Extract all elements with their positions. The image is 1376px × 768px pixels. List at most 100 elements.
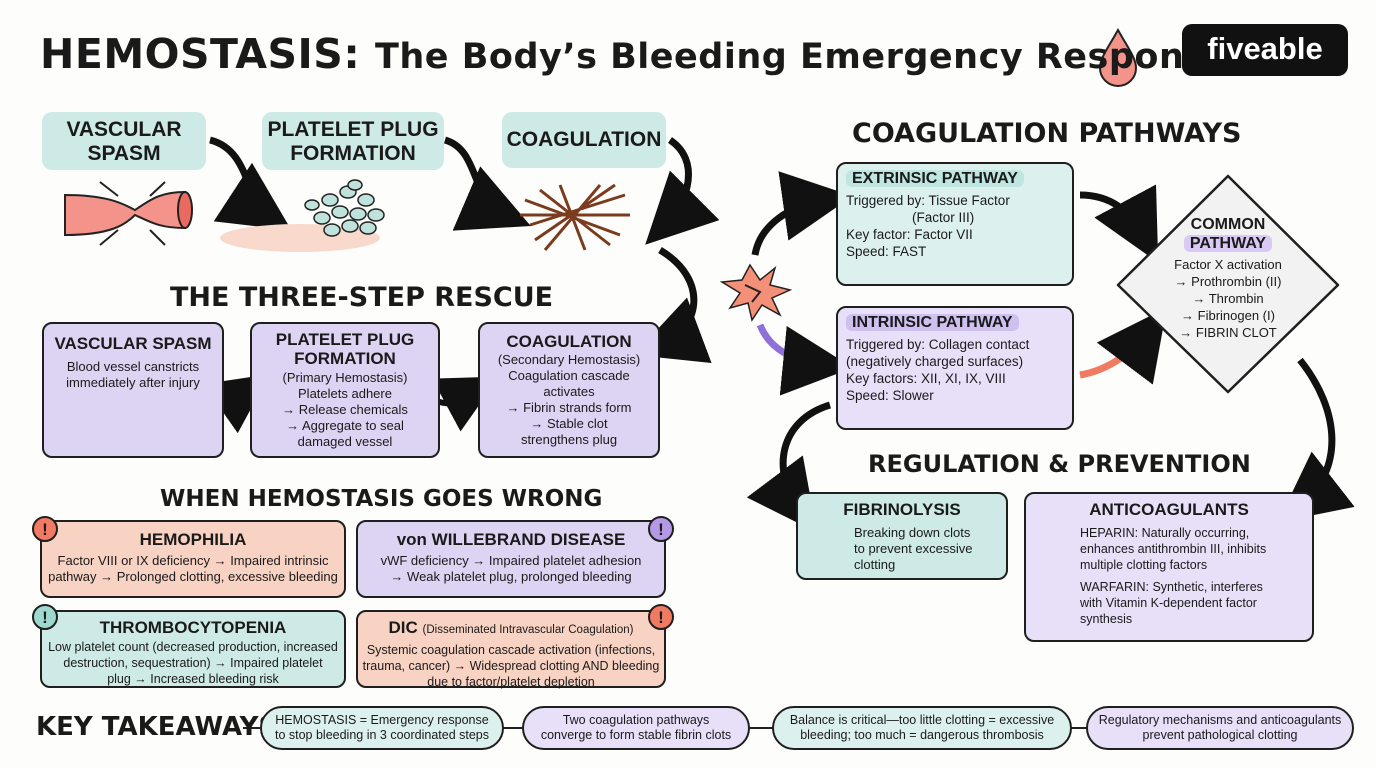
arrow-intrinsic-to-fibrinolysis (746, 401, 832, 533)
alert-icon-hemophilia: ! (32, 516, 58, 542)
arrow-to-three-step (633, 247, 712, 363)
takeaway-2-line2: converge to form stable fibrin clots (540, 728, 732, 742)
intrinsic-line2: (negatively charged surfaces) (846, 354, 1024, 369)
vwd-body1: vWF deficiency → Impaired platelet adhes… (380, 553, 642, 568)
top-step-spasm-line1: VASCULAR (66, 118, 182, 141)
anticoagulants-card: ANTICOAGULANTS HEPARIN: Naturally occurr… (1024, 492, 1314, 642)
common-title2: PATHWAY (1183, 235, 1273, 252)
card-dic: DIC (Disseminated Intravascular Coagulat… (356, 610, 666, 689)
step-plug-subtitle: (Primary Hemostasis) (282, 370, 408, 385)
warfarin-line2: with Vitamin K-dependent factor (1080, 596, 1257, 610)
step-spasm-title: VASCULAR SPASM (54, 334, 212, 353)
step-coag-subtitle: (Secondary Hemostasis) (497, 352, 641, 367)
thrombo-body1: Low platelet count (decreased production… (48, 640, 338, 654)
title-sub: The Body’s Bleeding Emergency Response (375, 37, 1230, 77)
arrow-intrinsic-to-common (1079, 307, 1167, 385)
dic-body2: trauma, cancer) → Widespread clotting AN… (362, 659, 660, 673)
logo-text: fiveable (1207, 31, 1323, 66)
step-plug-title2: FORMATION (294, 349, 396, 368)
injury-burst-icon (719, 263, 793, 322)
arrow-coag-down (645, 137, 720, 245)
takeaway-1-line2: to stop bleeding in 3 coordinated steps (274, 728, 490, 742)
common-pathway-text: COMMON PATHWAY Factor X activation → Pro… (1148, 216, 1308, 341)
dic-title-note: (Disseminated Intravascular Coagulation) (422, 624, 634, 636)
heparin-line3: multiple clotting factors (1080, 558, 1208, 572)
blood-drop-icon (1098, 27, 1138, 87)
wrong-heading: WHEN HEMOSTASIS GOES WRONG (160, 486, 603, 512)
intrinsic-pathway-card: INTRINSIC PATHWAY Triggered by: Collagen… (836, 306, 1074, 430)
extrinsic-line2: (Factor III) (912, 210, 975, 225)
step-coag-body4: → Stable clot (530, 416, 608, 431)
dic-body1: Systemic coagulation cascade activation … (366, 643, 656, 657)
arrow-spasm-to-plug (208, 136, 292, 231)
takeaway-3-line1: Balance is critical—too little clotting … (789, 713, 1055, 727)
intrinsic-title: INTRINSIC PATHWAY (846, 314, 1019, 331)
warfarin-line1: WARFARIN: Synthetic, interferes (1080, 580, 1263, 594)
fibrinolysis-title: FIBRINOLYSIS (843, 500, 961, 519)
vwd-title: von WILLEBRAND DISEASE (396, 530, 626, 549)
alert-icon-thrombo: ! (32, 604, 58, 630)
step-platelet-plug: PLATELET PLUG FORMATION (Primary Hemosta… (250, 322, 440, 458)
step-coag-title: COAGULATION (506, 332, 632, 351)
three-step-heading: THE THREE-STEP RESCUE (170, 282, 554, 313)
intrinsic-line3: Key factors: XII, XI, IX, VIII (846, 371, 1006, 386)
alert-icon-dic: ! (648, 604, 674, 630)
common-line3: → Thrombin (1192, 291, 1264, 306)
arrow-common-to-anticoag (1277, 357, 1355, 523)
step-plug-body3: → Aggregate to seal (286, 418, 404, 433)
hemophilia-body2: pathway → Prolonged clotting, excessive … (48, 569, 338, 584)
thrombo-title: THROMBOCYTOPENIA (99, 618, 287, 637)
common-title1: COMMON (1190, 216, 1266, 233)
card-thrombocytopenia: THROMBOCYTOPENIA Low platelet count (dec… (40, 610, 346, 688)
step-plug-body4: damaged vessel (297, 434, 393, 449)
takeaway-4-line1: Regulatory mechanisms and anticoagulants (1098, 713, 1342, 727)
common-line2: → Prothrombin (II) (1174, 274, 1282, 289)
alert-icon-vwd: ! (648, 516, 674, 542)
top-step-coag: COAGULATION (502, 112, 666, 168)
top-step-plug-line2: FORMATION (290, 142, 416, 165)
arrow-burst-to-extrinsic (751, 171, 853, 256)
top-step-spasm: VASCULAR SPASM (42, 112, 206, 170)
extrinsic-line4: Speed: FAST (846, 244, 927, 259)
card-vwd: von WILLEBRAND DISEASE vWF deficiency → … (356, 520, 666, 598)
fibrinolysis-body1: Breaking down clots (854, 525, 971, 540)
fibrin-mesh-illustration (520, 183, 630, 251)
anticoag-title: ANTICOAGULANTS (1089, 500, 1249, 519)
warfarin-line3: synthesis (1080, 612, 1133, 626)
top-step-coag-label: COAGULATION (506, 128, 662, 151)
takeaways-heading: KEY TAKEAWAYS (36, 712, 278, 742)
heparin-line2: enhances antithrombin III, inhibits (1080, 542, 1267, 556)
extrinsic-title: EXTRINSIC PATHWAY (846, 170, 1024, 187)
fibrinolysis-body2: to prevent excessive (854, 541, 973, 556)
takeaway-1-line1: HEMOSTASIS = Emergency response (275, 713, 489, 727)
arrow-burst-to-intrinsic (756, 323, 853, 396)
card-hemophilia: HEMOPHILIA Factor VIII or IX deficiency … (40, 520, 346, 598)
step-coagulation: COAGULATION (Secondary Hemostasis) Coagu… (478, 322, 660, 458)
dic-body3: due to factor/platelet depletion (427, 675, 595, 689)
thrombo-body3: plug → Increased bleeding risk (107, 672, 279, 686)
top-step-spasm-line2: SPASM (87, 142, 161, 165)
regulation-heading: REGULATION & PREVENTION (868, 450, 1251, 478)
pathways-heading: COAGULATION PATHWAYS (852, 118, 1242, 149)
arrow-plug-to-coag (443, 136, 531, 231)
thrombo-body2: destruction, sequestration) → Impaired p… (63, 656, 323, 670)
arrow-step2-to-step3 (432, 376, 500, 432)
fibrinolysis-body3: clotting (854, 557, 896, 572)
step-coag-body5: strengthens plug (520, 432, 618, 447)
intrinsic-line4: Speed: Slower (846, 388, 934, 403)
vessel-illustration (64, 181, 193, 246)
step-plug-body1: Platelets adhere (298, 386, 392, 401)
page-title: HEMOSTASIS: The Body’s Bleeding Emergenc… (40, 30, 1230, 78)
fibrinolysis-card: FIBRINOLYSIS Breaking down clots to prev… (796, 492, 1008, 580)
fiveable-logo[interactable]: fiveable (1182, 24, 1348, 76)
hemophilia-body1: Factor VIII or IX deficiency → Impaired … (57, 553, 329, 568)
step-vascular-spasm: VASCULAR SPASM Blood vessel canstricts i… (42, 322, 224, 458)
title-main: HEMOSTASIS: (40, 30, 361, 78)
common-line4: → Fibrinogen (I) (1181, 308, 1275, 323)
common-line1: Factor X activation (1174, 257, 1282, 272)
step-coag-body2: activates (543, 384, 595, 399)
takeaway-3-line2: bleeding; too much = dangerous thrombosi… (800, 728, 1044, 742)
arrow-extrinsic-to-common (1079, 184, 1159, 263)
takeaway-2-line1: Two coagulation pathways (562, 713, 710, 727)
